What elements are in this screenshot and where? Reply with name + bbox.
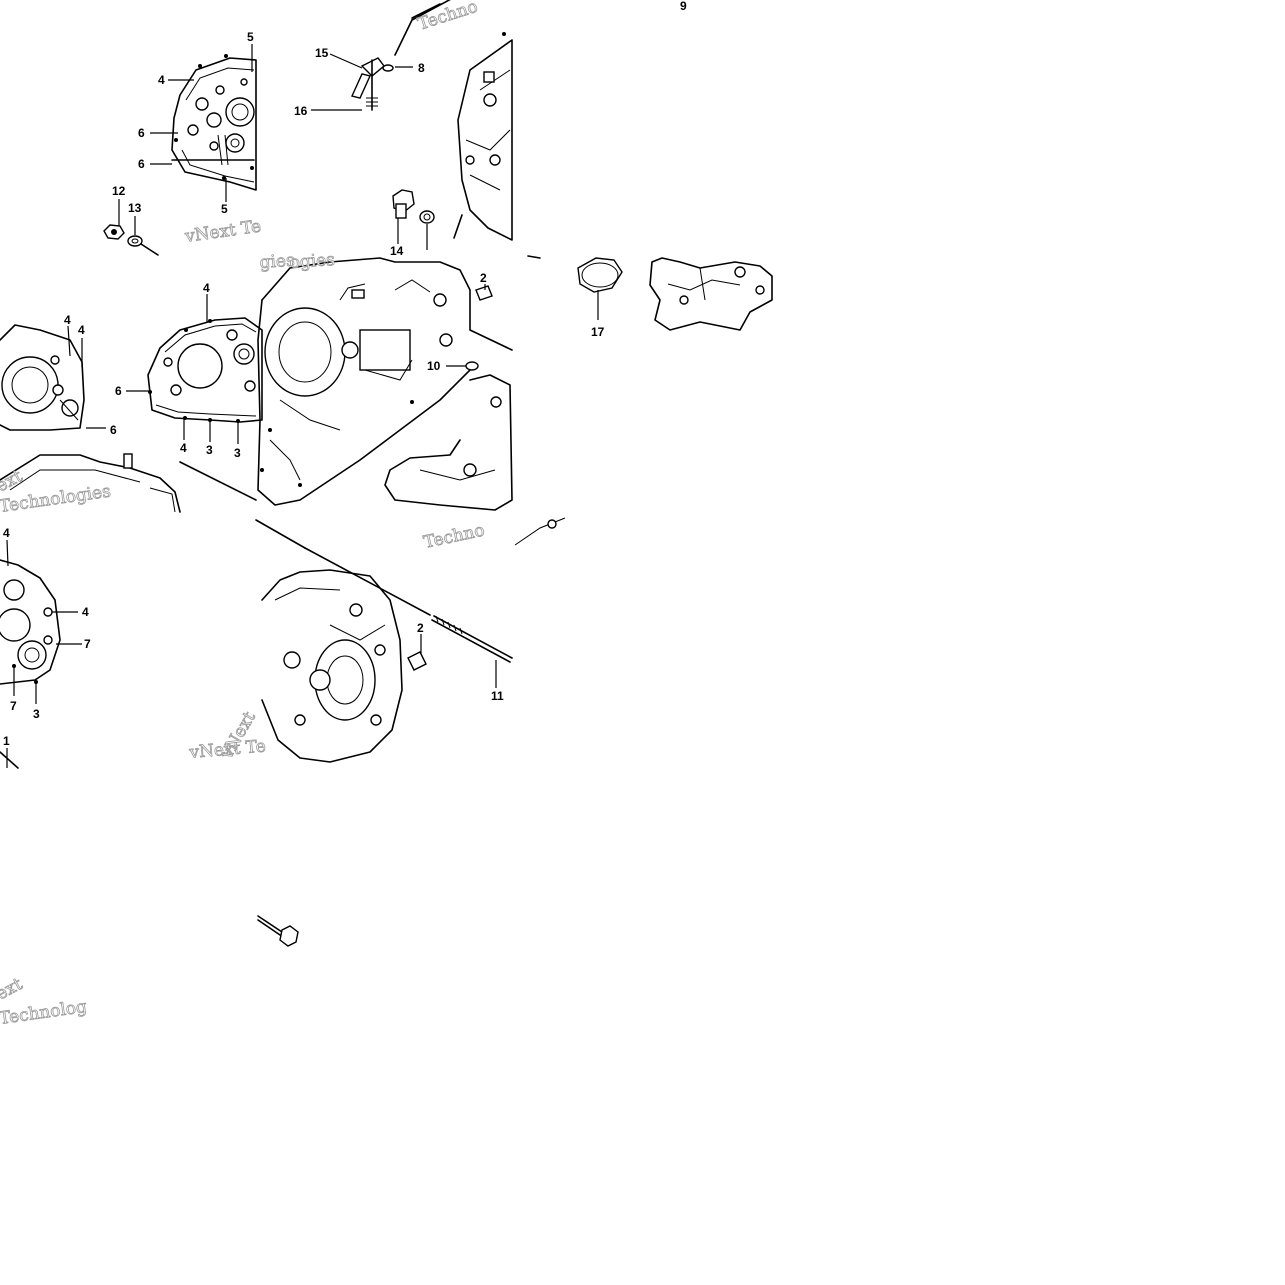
watermark-ext-2: ext — [0, 974, 26, 1004]
watermark-techno-top: Techno — [415, 0, 480, 35]
callout-4-center: 4 — [203, 281, 210, 295]
watermark-technolog: Technolog — [0, 997, 88, 1029]
crankcase-tile-bottom-left — [514, 517, 566, 546]
callout-3-center-b: 3 — [234, 446, 241, 460]
callout-15: 15 — [315, 46, 329, 60]
left-cover-tile-top — [103, 44, 257, 256]
callout-17: 17 — [591, 325, 605, 339]
callout-4-tl: 4 — [158, 73, 165, 87]
callout-13: 13 — [128, 201, 142, 215]
callout-labels: 9 5 15 8 4 16 6 6 12 13 5 14 2 4 4 4 17 … — [3, 0, 687, 748]
callout-6-center: 6 — [115, 384, 122, 398]
callout-7-a: 7 — [84, 637, 91, 651]
callout-8: 8 — [418, 61, 425, 75]
callout-11: 11 — [491, 689, 504, 703]
callout-4-lower-a: 4 — [3, 526, 10, 540]
cap-tile — [527, 255, 773, 331]
crankcase-tile-lower-left — [0, 539, 82, 769]
crankcase-tile-top — [311, 0, 513, 250]
callout-3-lower: 3 — [33, 707, 40, 721]
callout-2-lower: 2 — [417, 621, 424, 635]
watermark-logies-2: ogies — [289, 250, 336, 273]
watermark-gies-1: gies — [259, 251, 295, 273]
callout-6-left: 6 — [110, 423, 117, 437]
callout-9: 9 — [680, 0, 687, 13]
watermark-techno-mid: Techno — [422, 520, 487, 552]
callout-5-top: 5 — [247, 30, 254, 44]
crankcase-tile-lower-center — [255, 519, 513, 947]
callout-2-mid: 2 — [480, 271, 487, 285]
watermark-vnext-tech-1: vNext Te — [183, 217, 262, 248]
callout-4-center-b: 4 — [180, 441, 187, 455]
callout-12: 12 — [112, 184, 126, 198]
callout-16: 16 — [294, 104, 308, 118]
callout-4-left-a: 4 — [64, 313, 71, 327]
callout-14: 14 — [390, 244, 404, 258]
callout-5-mid: 5 — [221, 202, 228, 216]
crankcase-tile-middle-left — [0, 294, 263, 513]
watermark-ext-1: ext — [0, 466, 26, 496]
crankcase-tile-center — [257, 257, 513, 511]
callout-6-tl-b: 6 — [138, 157, 145, 171]
watermark-group: Techno vNext Te gies ogies ext Technolog… — [0, 0, 487, 1029]
callout-4-left-b: 4 — [78, 323, 85, 337]
callout-1: 1 — [3, 734, 10, 748]
callout-7-b: 7 — [10, 699, 17, 713]
callout-3-center-a: 3 — [206, 443, 213, 457]
callout-4-lower-b: 4 — [82, 605, 89, 619]
callout-6-tl-a: 6 — [138, 126, 145, 140]
callout-10: 10 — [427, 359, 441, 373]
